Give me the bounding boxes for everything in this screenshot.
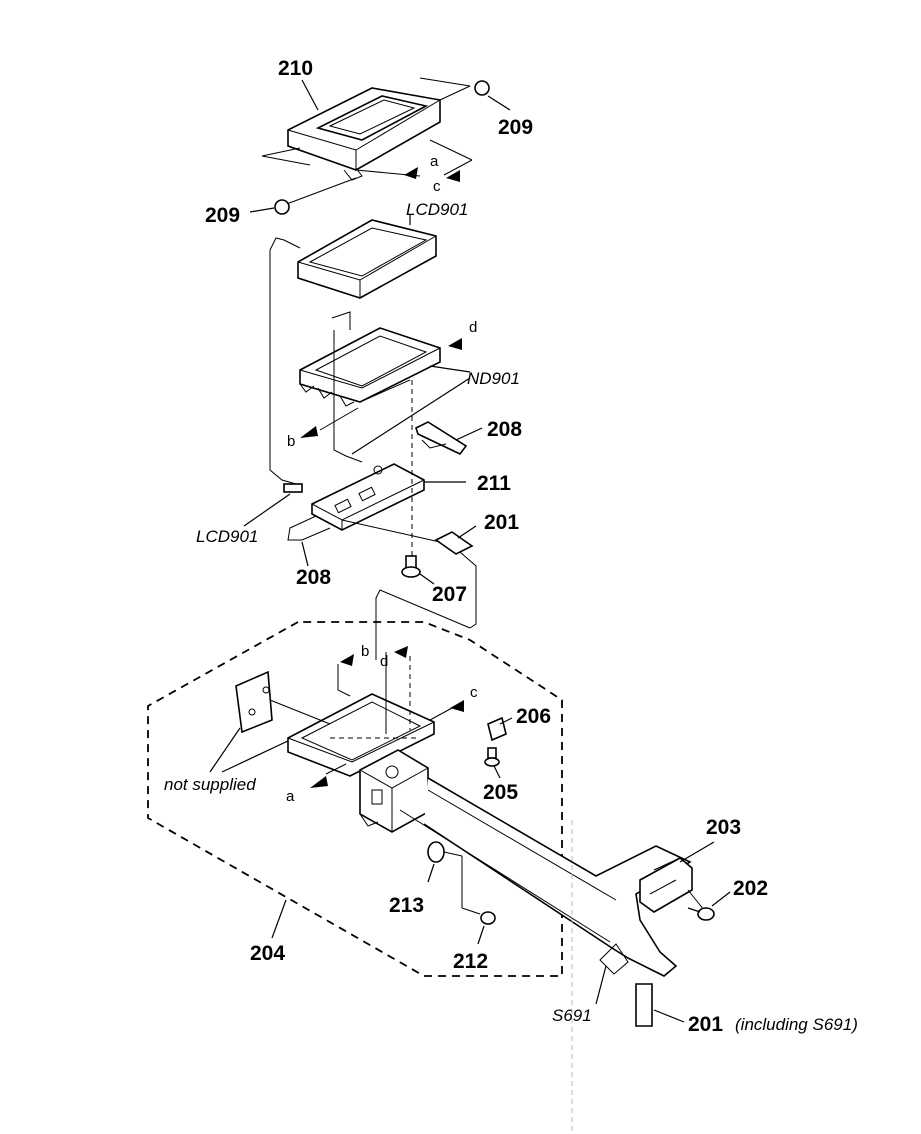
- holder-nd901: [299, 311, 441, 407]
- bracket-203: [639, 857, 693, 913]
- leader-not-supplied-a: [209, 727, 241, 773]
- arrow-d-low: [394, 646, 408, 658]
- flex-arm: [399, 777, 692, 977]
- leader-204: [271, 899, 287, 939]
- leader-203: [679, 841, 715, 863]
- leader-nd901-a: [429, 365, 471, 373]
- lcd-panel: [297, 214, 437, 299]
- label-201-bottom: 201: [688, 1013, 723, 1036]
- screw-207: [401, 555, 421, 578]
- letter-a-top: a: [430, 153, 439, 170]
- part-210-frame: [287, 87, 441, 181]
- leader-lines-210: [261, 77, 473, 206]
- lcd-flex-cable: [269, 237, 301, 485]
- flex-201-bottom: [635, 983, 653, 1027]
- bracket-208-right: [415, 421, 468, 456]
- guide-b-mid: [319, 407, 359, 431]
- guide-202: [687, 889, 705, 911]
- label-208-bottom: 208: [296, 566, 331, 589]
- arrow-c-top: [446, 170, 460, 182]
- label-211: 211: [477, 472, 511, 495]
- label-213: 213: [389, 894, 424, 917]
- flex-201-mid: [341, 519, 477, 660]
- label-204: 204: [250, 942, 285, 965]
- arrow-b-low: [340, 654, 354, 666]
- label-lcd901-bottom: LCD901: [196, 527, 258, 546]
- label-208-right: 208: [487, 418, 522, 441]
- arrow-d-top: [448, 338, 462, 350]
- leader-lcd901-bottom: [243, 493, 291, 527]
- label-212: 212: [453, 950, 488, 973]
- part-206: [487, 716, 507, 742]
- letter-d-top: d: [469, 319, 477, 336]
- letter-c-top: c: [433, 178, 441, 195]
- guide-c-low: [429, 707, 453, 721]
- leader-207: [419, 573, 435, 585]
- arrow-c-low: [450, 700, 464, 712]
- label-207: 207: [432, 583, 467, 606]
- label-210: 210: [278, 57, 313, 80]
- label-including: (including S691): [735, 1015, 858, 1034]
- guide-a-low: [325, 763, 347, 775]
- leader-not-supplied-b: [221, 739, 291, 773]
- pcb-211: [311, 463, 425, 531]
- label-202: 202: [733, 877, 768, 900]
- leader-nd901-b: [351, 377, 471, 455]
- leader-205: [493, 765, 501, 779]
- leader-s691: [595, 965, 607, 1005]
- leader-208-bottom: [301, 541, 309, 567]
- plate-not-supplied: [235, 670, 273, 734]
- label-lcd901-top: LCD901: [406, 200, 468, 219]
- label-205: 205: [483, 781, 518, 804]
- label-206: 206: [516, 705, 551, 728]
- leader-206: [499, 717, 513, 725]
- label-209-left: 209: [205, 204, 240, 227]
- screw-212: [480, 911, 496, 925]
- letter-c-low: c: [470, 684, 478, 701]
- inner-frame: [269, 693, 435, 777]
- hinge-block: [359, 749, 429, 833]
- leader-208-right: [455, 427, 483, 441]
- letter-a-low: a: [286, 788, 295, 805]
- label-nd901: ND901: [467, 369, 520, 388]
- label-not-supplied: not supplied: [164, 775, 256, 794]
- label-209-top: 209: [498, 116, 533, 139]
- letter-b-low: b: [361, 643, 369, 660]
- arrow-a-top: [404, 167, 418, 179]
- leader-201-mid: [457, 525, 477, 539]
- part-213: [427, 841, 463, 863]
- screw-202: [687, 907, 715, 921]
- letter-b-mid: b: [287, 433, 295, 450]
- screw-209-left: [249, 199, 290, 215]
- letter-d-low: d: [380, 653, 388, 670]
- arrow-b-mid: [300, 426, 318, 438]
- label-s691: S691: [552, 1006, 592, 1025]
- arrow-a-low: [310, 776, 328, 788]
- leader-213: [427, 863, 435, 883]
- nd901-cable: [333, 330, 363, 463]
- guide-b-low: [337, 664, 351, 697]
- label-201-mid: 201: [484, 511, 519, 534]
- leader-201-bottom: [653, 1009, 685, 1023]
- leader-212: [477, 925, 485, 945]
- nd901-filter-line: [359, 379, 411, 403]
- label-203: 203: [706, 816, 741, 839]
- guide-212b: [461, 907, 481, 915]
- flex-208-bottom: [287, 515, 331, 541]
- connector-lcd901: [283, 483, 303, 493]
- screw-205: [484, 747, 500, 767]
- leader-202: [711, 891, 731, 907]
- screw-209-top: [474, 80, 511, 111]
